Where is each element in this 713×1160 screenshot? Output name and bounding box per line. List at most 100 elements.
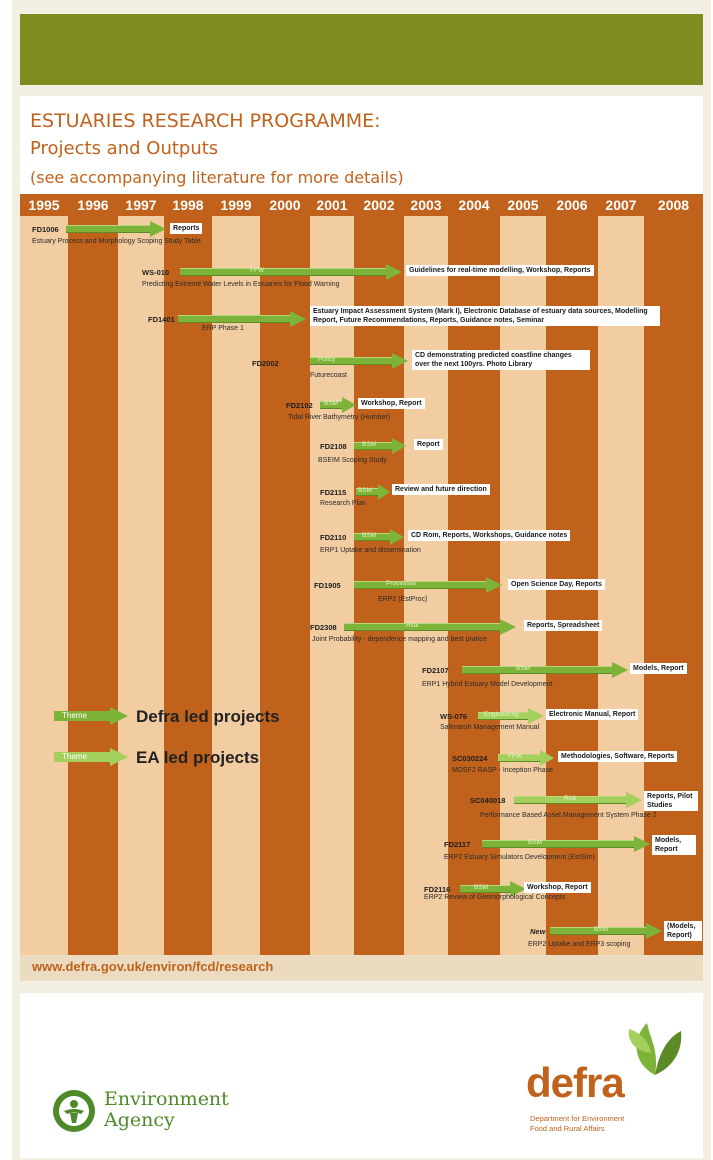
theme-label: Policy — [318, 356, 336, 363]
defra-leaf-logo-icon — [628, 1023, 682, 1075]
year-label: 2000 — [269, 197, 301, 213]
website-url: www.defra.gov.uk/environ/fcd/research — [32, 959, 274, 974]
environment-agency-logo-icon — [53, 1090, 95, 1132]
defra-logo-subtitle-1: Department for Environment — [530, 1114, 625, 1123]
project-output: Workshop, Report — [358, 398, 425, 409]
project-arrow: BSM — [482, 836, 650, 852]
defra-logo-subtitle-2: Food and Rural Affairs — [530, 1124, 605, 1133]
legend-ea-led: EA led projects — [136, 748, 260, 767]
project-name: Research Plan — [320, 500, 366, 507]
project-arrow: FFW — [180, 264, 402, 280]
project-output: Report — [414, 439, 443, 450]
project-code: FD2117 — [444, 840, 471, 849]
project-arrow: BSM — [356, 484, 390, 500]
project-name: Predicting Extreme Water Levels in Estua… — [142, 281, 340, 288]
project-arrow: Engineering — [478, 708, 544, 724]
project-name: ERP Phase 1 — [202, 325, 244, 332]
project-code: FD2108 — [320, 442, 347, 451]
project-output: Guidelines for real-time modelling, Work… — [406, 265, 594, 276]
year-label: 1996 — [77, 197, 109, 213]
project-code: SC040018 — [470, 796, 506, 805]
project-name: ERP1 Hybrid Estuary Model Development — [422, 681, 553, 688]
ea-logo-line-2: Agency — [104, 1109, 175, 1131]
theme-label: Risk — [406, 622, 419, 629]
year-label: 2001 — [310, 194, 354, 216]
project-arrow — [178, 311, 306, 327]
project-arrow: BSM — [320, 397, 356, 413]
theme-label: Processes — [386, 580, 417, 587]
theme-label: BSM — [358, 487, 373, 494]
project-name: ERP2 Estuary Simulators Development (Est… — [444, 854, 595, 861]
theme-label: FFW — [508, 753, 523, 760]
project-name: ERP2 Uptake and ERP3 scoping — [528, 941, 631, 948]
project-arrow: Risk — [344, 619, 516, 635]
project-output: Reports, Pilot Studies — [644, 791, 698, 811]
year-column-1997 — [118, 194, 164, 955]
project-output: Review and future direction — [392, 484, 490, 495]
year-label: 1995 — [20, 194, 68, 216]
title-panel: ESTUARIES RESEARCH PROGRAMME: Projects a… — [20, 96, 703, 194]
legend-ea-arrow: Theme — [54, 748, 128, 766]
year-column-1996 — [68, 194, 118, 955]
project-code: FD1401 — [148, 315, 175, 324]
theme-label: BSM — [528, 839, 543, 846]
project-name: BSEIM Scoping Study — [318, 457, 387, 464]
legend-defra-arrow: Theme — [54, 707, 128, 725]
project-output: Open Science Day, Reports — [508, 579, 605, 590]
project-arrow: Risk — [514, 792, 642, 808]
project-output: Reports, Spreadsheet — [524, 620, 603, 631]
year-label: 2002 — [363, 197, 395, 213]
project-arrow: FFW — [498, 750, 554, 766]
project-arrow: BSM — [354, 438, 406, 454]
legend-theme-label: Theme — [62, 752, 87, 761]
legend-defra-led: Defra led projects — [136, 707, 280, 726]
project-arrow: Policy — [310, 353, 408, 369]
footer-logos: Environment Agency defra Department for … — [20, 993, 703, 1158]
year-label: 2003 — [404, 194, 448, 216]
theme-label: BSM — [362, 532, 377, 539]
year-label: 1997 — [118, 194, 164, 216]
project-code: FD2102 — [286, 401, 313, 410]
project-output: Workshop, Report — [524, 882, 591, 893]
project-code: FD1905 — [314, 581, 341, 590]
year-label: 1998 — [172, 197, 204, 213]
project-output: Estuary Impact Assessment System (Mark I… — [310, 306, 660, 326]
project-code: New — [530, 927, 546, 936]
project-arrow: Processes — [354, 577, 502, 593]
year-label: 2005 — [500, 194, 546, 216]
header-band — [20, 14, 703, 85]
project-name: ERP1 Uptake and dissemination — [320, 547, 421, 554]
project-code: FD2110 — [320, 533, 347, 542]
project-arrow: BSM — [354, 529, 404, 545]
project-output: (Models, Report) — [664, 921, 702, 941]
project-output: CD Rom, Reports, Workshops, Guidance not… — [408, 530, 571, 541]
project-output: Models, Report — [630, 663, 687, 674]
project-code: FD2107 — [422, 666, 449, 675]
project-arrow — [66, 221, 166, 237]
project-arrow: BSM — [460, 881, 526, 897]
project-code: WS-010 — [142, 268, 170, 277]
project-code: FD2116 — [424, 885, 451, 894]
legend-theme-label: Theme — [62, 711, 87, 720]
project-name: Futurecoast — [310, 372, 347, 379]
theme-label: Engineering — [484, 711, 519, 718]
year-label: 2004 — [458, 197, 490, 213]
ea-logo-line-1: Environment — [104, 1088, 229, 1110]
project-name: MDSF2 RASP - Inception Phase — [452, 767, 554, 774]
theme-label: BSM — [516, 665, 531, 672]
theme-label: BSM — [362, 441, 377, 448]
project-code: WS-076 — [440, 712, 468, 721]
title-line-3: (see accompanying literature for more de… — [30, 168, 404, 187]
project-name: ERP2 Review of Geomorphological Concepts — [424, 894, 566, 901]
theme-label: BSM — [474, 884, 489, 891]
theme-label: Risk — [564, 795, 577, 802]
year-column-1998 — [164, 194, 212, 955]
timeline-chart: 1995 1996 1997 1998 1999 2000 2001 2002 … — [20, 194, 703, 955]
project-code: FD2002 — [252, 359, 279, 368]
title-line-2: Projects and Outputs — [30, 138, 219, 159]
year-column-1999 — [212, 194, 260, 955]
project-name: ERP2 (EstProc) — [378, 596, 428, 603]
project-name: Joint Probability - dependence mapping a… — [312, 636, 487, 643]
year-label: 1999 — [212, 194, 260, 216]
